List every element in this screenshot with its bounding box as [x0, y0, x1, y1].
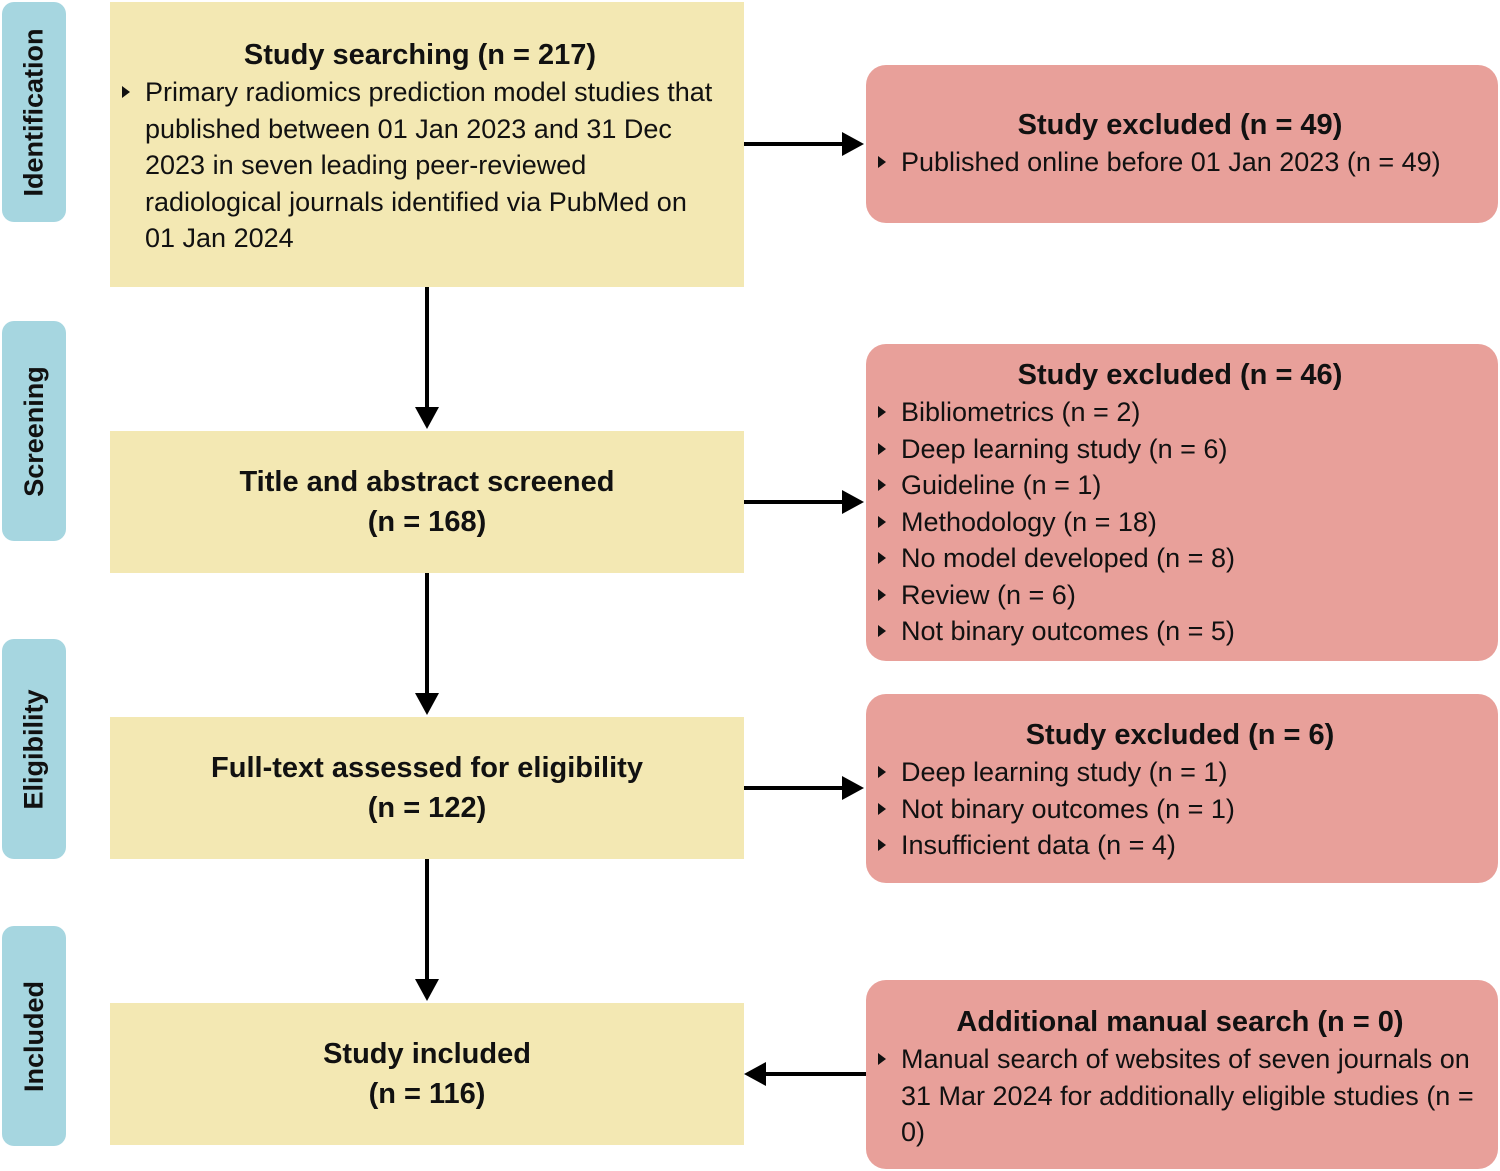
bullet-triangle-icon	[878, 406, 886, 418]
arrow-down-icon	[415, 979, 439, 1001]
excluded-box-2: Study excluded (n = 46) Bibliometrics (n…	[866, 344, 1498, 661]
excluded-box-1-item: Published online before 01 Jan 2023 (n =…	[876, 144, 1484, 181]
excluded-box-1-title: Study excluded (n = 49)	[1017, 109, 1343, 141]
excluded-box-2-item: Methodology (n = 18)	[876, 504, 1484, 541]
eligibility-box-title: Full-text assessed for eligibility	[211, 752, 643, 784]
stage-label-screening: Screening	[2, 321, 66, 541]
screen-box-count: (n = 168)	[367, 506, 487, 538]
excluded-box-2-item: Bibliometrics (n = 2)	[876, 394, 1484, 431]
screen-box: Title and abstract screened (n = 168)	[110, 431, 744, 573]
included-box: Study included (n = 116)	[110, 1003, 744, 1145]
eligibility-box-count: (n = 122)	[367, 792, 487, 824]
arrow-screen-to-eligibility	[415, 573, 439, 715]
bullet-triangle-icon	[878, 588, 886, 601]
bullet-triangle-icon	[878, 802, 886, 815]
bullet-triangle-icon	[878, 1053, 886, 1065]
arrow-left-icon	[744, 1062, 766, 1086]
arrow-search-to-screen	[415, 287, 439, 429]
search-box: Study searching (n = 217) Primary radiom…	[110, 2, 744, 287]
bullet-triangle-icon	[878, 766, 886, 778]
screen-box-title: Title and abstract screened	[239, 466, 615, 498]
arrow-right-icon	[842, 776, 864, 800]
bullet-triangle-icon	[878, 552, 886, 564]
stage-label-eligibility: Eligibility	[2, 639, 66, 859]
additional-search-box: Additional manual search (n = 0) Manual …	[866, 980, 1498, 1169]
arrow-to-excluded-2	[744, 490, 864, 514]
arrow-from-additional-search	[744, 1062, 866, 1086]
excluded-box-2-title: Study excluded (n = 46)	[1017, 359, 1343, 391]
excluded-box-2-item: Not binary outcomes (n = 5)	[876, 613, 1484, 650]
arrow-right-icon	[842, 132, 864, 156]
excluded-box-3-item: Not binary outcomes (n = 1)	[876, 791, 1484, 828]
search-box-title: Study searching (n = 217)	[243, 39, 597, 71]
bullet-triangle-icon	[878, 515, 886, 528]
included-box-title: Study included	[323, 1038, 531, 1070]
excluded-box-2-item: Guideline (n = 1)	[876, 467, 1484, 504]
bullet-triangle-icon	[122, 86, 130, 98]
bullet-triangle-icon	[878, 156, 886, 168]
included-box-count: (n = 116)	[368, 1078, 486, 1110]
additional-search-title: Additional manual search (n = 0)	[956, 1006, 1404, 1038]
excluded-box-1: Study excluded (n = 49) Published online…	[866, 65, 1498, 223]
excluded-box-3-item: Deep learning study (n = 1)	[876, 754, 1484, 791]
eligibility-box: Full-text assessed for eligibility (n = …	[110, 717, 744, 859]
bullet-triangle-icon	[878, 479, 886, 491]
excluded-box-3-title: Study excluded (n = 6)	[1025, 719, 1335, 751]
excluded-box-3: Study excluded (n = 6) Deep learning stu…	[866, 694, 1498, 883]
excluded-box-3-item: Insufficient data (n = 4)	[876, 827, 1484, 864]
arrow-right-icon	[842, 490, 864, 514]
stage-label-included: Included	[2, 926, 66, 1146]
arrow-down-icon	[415, 407, 439, 429]
stage-label-identification: Identification	[2, 2, 66, 222]
additional-search-item: Manual search of websites of seven journ…	[876, 1041, 1484, 1151]
bullet-triangle-icon	[878, 442, 886, 455]
search-box-bullet: Primary radiomics prediction model studi…	[120, 74, 720, 257]
arrow-to-excluded-3	[744, 776, 864, 800]
bullet-triangle-icon	[878, 625, 886, 637]
bullet-triangle-icon	[878, 839, 886, 851]
arrow-to-excluded-1	[744, 132, 864, 156]
arrow-down-icon	[415, 693, 439, 715]
excluded-box-2-item: Deep learning study (n = 6)	[876, 431, 1484, 468]
excluded-box-2-item: Review (n = 6)	[876, 577, 1484, 614]
arrow-eligibility-to-included	[415, 859, 439, 1001]
excluded-box-2-item: No model developed (n = 8)	[876, 540, 1484, 577]
